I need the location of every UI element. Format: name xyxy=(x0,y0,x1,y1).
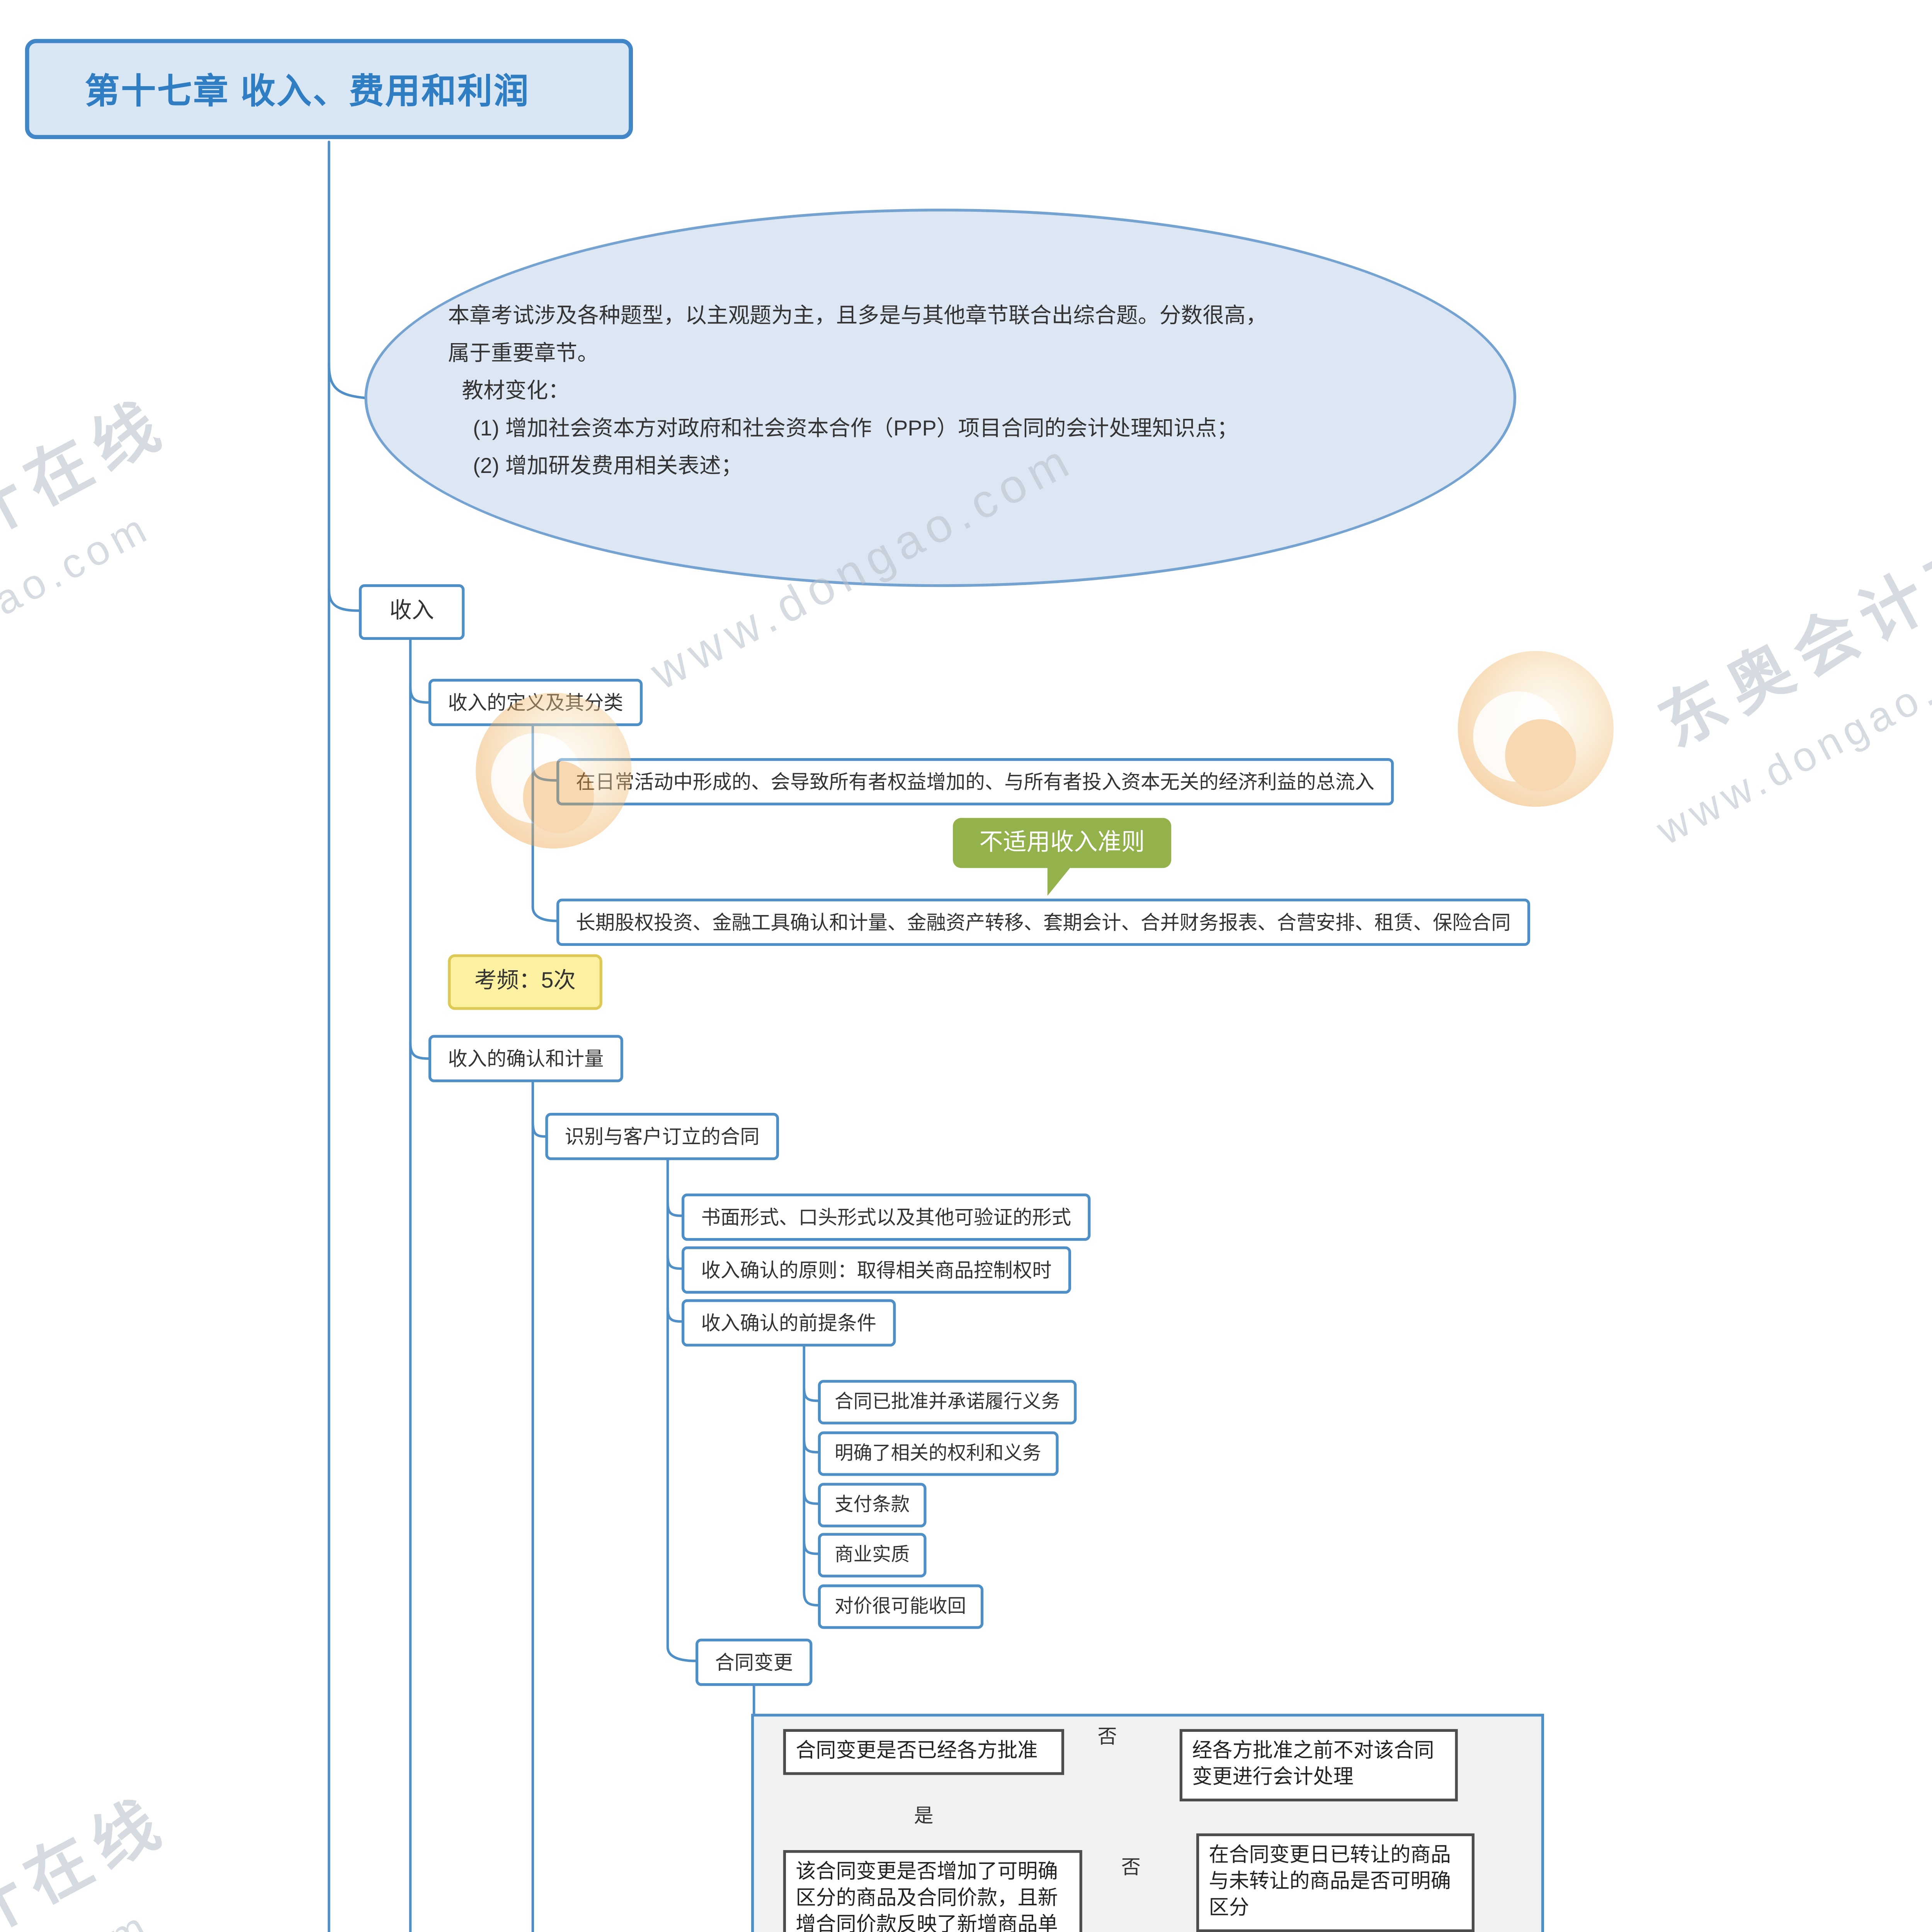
node-contract-forms[interactable]: 书面形式、口头形式以及其他可验证的形式 xyxy=(682,1193,1091,1241)
note-line: (2) 增加研发费用相关表述； xyxy=(473,455,743,479)
node-revenue[interactable]: 收入 xyxy=(359,584,465,640)
tag-not-applicable[interactable]: 不适用收入准则 xyxy=(953,818,1172,868)
note-line: 属于重要章节。 xyxy=(448,342,599,366)
flow-q-approved: 合同变更是否已经各方批准 xyxy=(783,1729,1064,1775)
flow-result-no-accounting: 经各方批准之前不对该合同变更进行会计处理 xyxy=(1179,1729,1458,1801)
node-revenue-definition[interactable]: 收入的定义及其分类 xyxy=(428,679,643,726)
flow-q-added-distinct: 该合同变更是否增加了可明确区分的商品及合同价款，且新增合同价款反映了新增商品单独… xyxy=(783,1850,1082,1932)
chapter-note-bubble[interactable]: 本章考试涉及各种题型，以主观题为主，且多是与其他章节联合出综合题。分数很高， 属… xyxy=(364,209,1516,587)
node-prereq-rights[interactable]: 明确了相关的权利和义务 xyxy=(818,1431,1058,1476)
node-definition-detail[interactable]: 在日常活动中形成的、会导致所有者权益增加的、与所有者投入资本无关的经济利益的总流… xyxy=(556,758,1394,806)
node-exclusions[interactable]: 长期股权投资、金融工具确认和计量、金融资产转移、套期会计、合并财务报表、合营安排… xyxy=(556,898,1530,946)
node-identify-contract[interactable]: 识别与客户订立的合同 xyxy=(545,1113,779,1160)
tag-not-applicable-text: 不适用收入准则 xyxy=(979,829,1145,855)
node-contract-modification[interactable]: 合同变更 xyxy=(696,1638,813,1686)
node-prereq-approved[interactable]: 合同已批准并承诺履行义务 xyxy=(818,1380,1077,1425)
node-prereq-consideration[interactable]: 对价很可能收回 xyxy=(818,1584,983,1629)
note-line: 教材变化： xyxy=(462,379,570,403)
flow-label-yes-1: 是 xyxy=(914,1804,934,1827)
node-recognition-measurement[interactable]: 收入的确认和计量 xyxy=(428,1035,623,1082)
node-prerequisites[interactable]: 收入确认的前提条件 xyxy=(682,1299,896,1347)
chapter-title-node[interactable]: 第十七章 收入、费用和利润 xyxy=(25,39,633,139)
flow-label-no-1: 否 xyxy=(1097,1725,1117,1747)
note-line: 本章考试涉及各种题型，以主观题为主，且多是与其他章节联合出综合题。分数很高， xyxy=(448,304,1267,328)
flow-q-transferred-distinct: 在合同变更日已转让的商品与未转让的商品是否可明确区分 xyxy=(1196,1833,1475,1932)
note-line: (1) 增加社会资本方对政府和社会资本合作（PPP）项目合同的会计处理知识点； xyxy=(473,417,1239,441)
chapter-note-text: 本章考试涉及各种题型，以主观题为主，且多是与其他章节联合出综合题。分数很高， 属… xyxy=(448,298,1455,485)
note-exam-frequency[interactable]: 考频：5次 xyxy=(448,954,602,1010)
node-recognition-principle[interactable]: 收入确认的原则：取得相关商品控制权时 xyxy=(682,1246,1071,1294)
chapter-title-text: 第十七章 收入、费用和利润 xyxy=(85,72,530,111)
node-prereq-payment-terms[interactable]: 支付条款 xyxy=(818,1483,927,1527)
flow-label-no-2: 否 xyxy=(1121,1855,1141,1878)
tag-pointer xyxy=(1047,866,1071,896)
node-prereq-commercial-substance[interactable]: 商业实质 xyxy=(818,1533,927,1578)
